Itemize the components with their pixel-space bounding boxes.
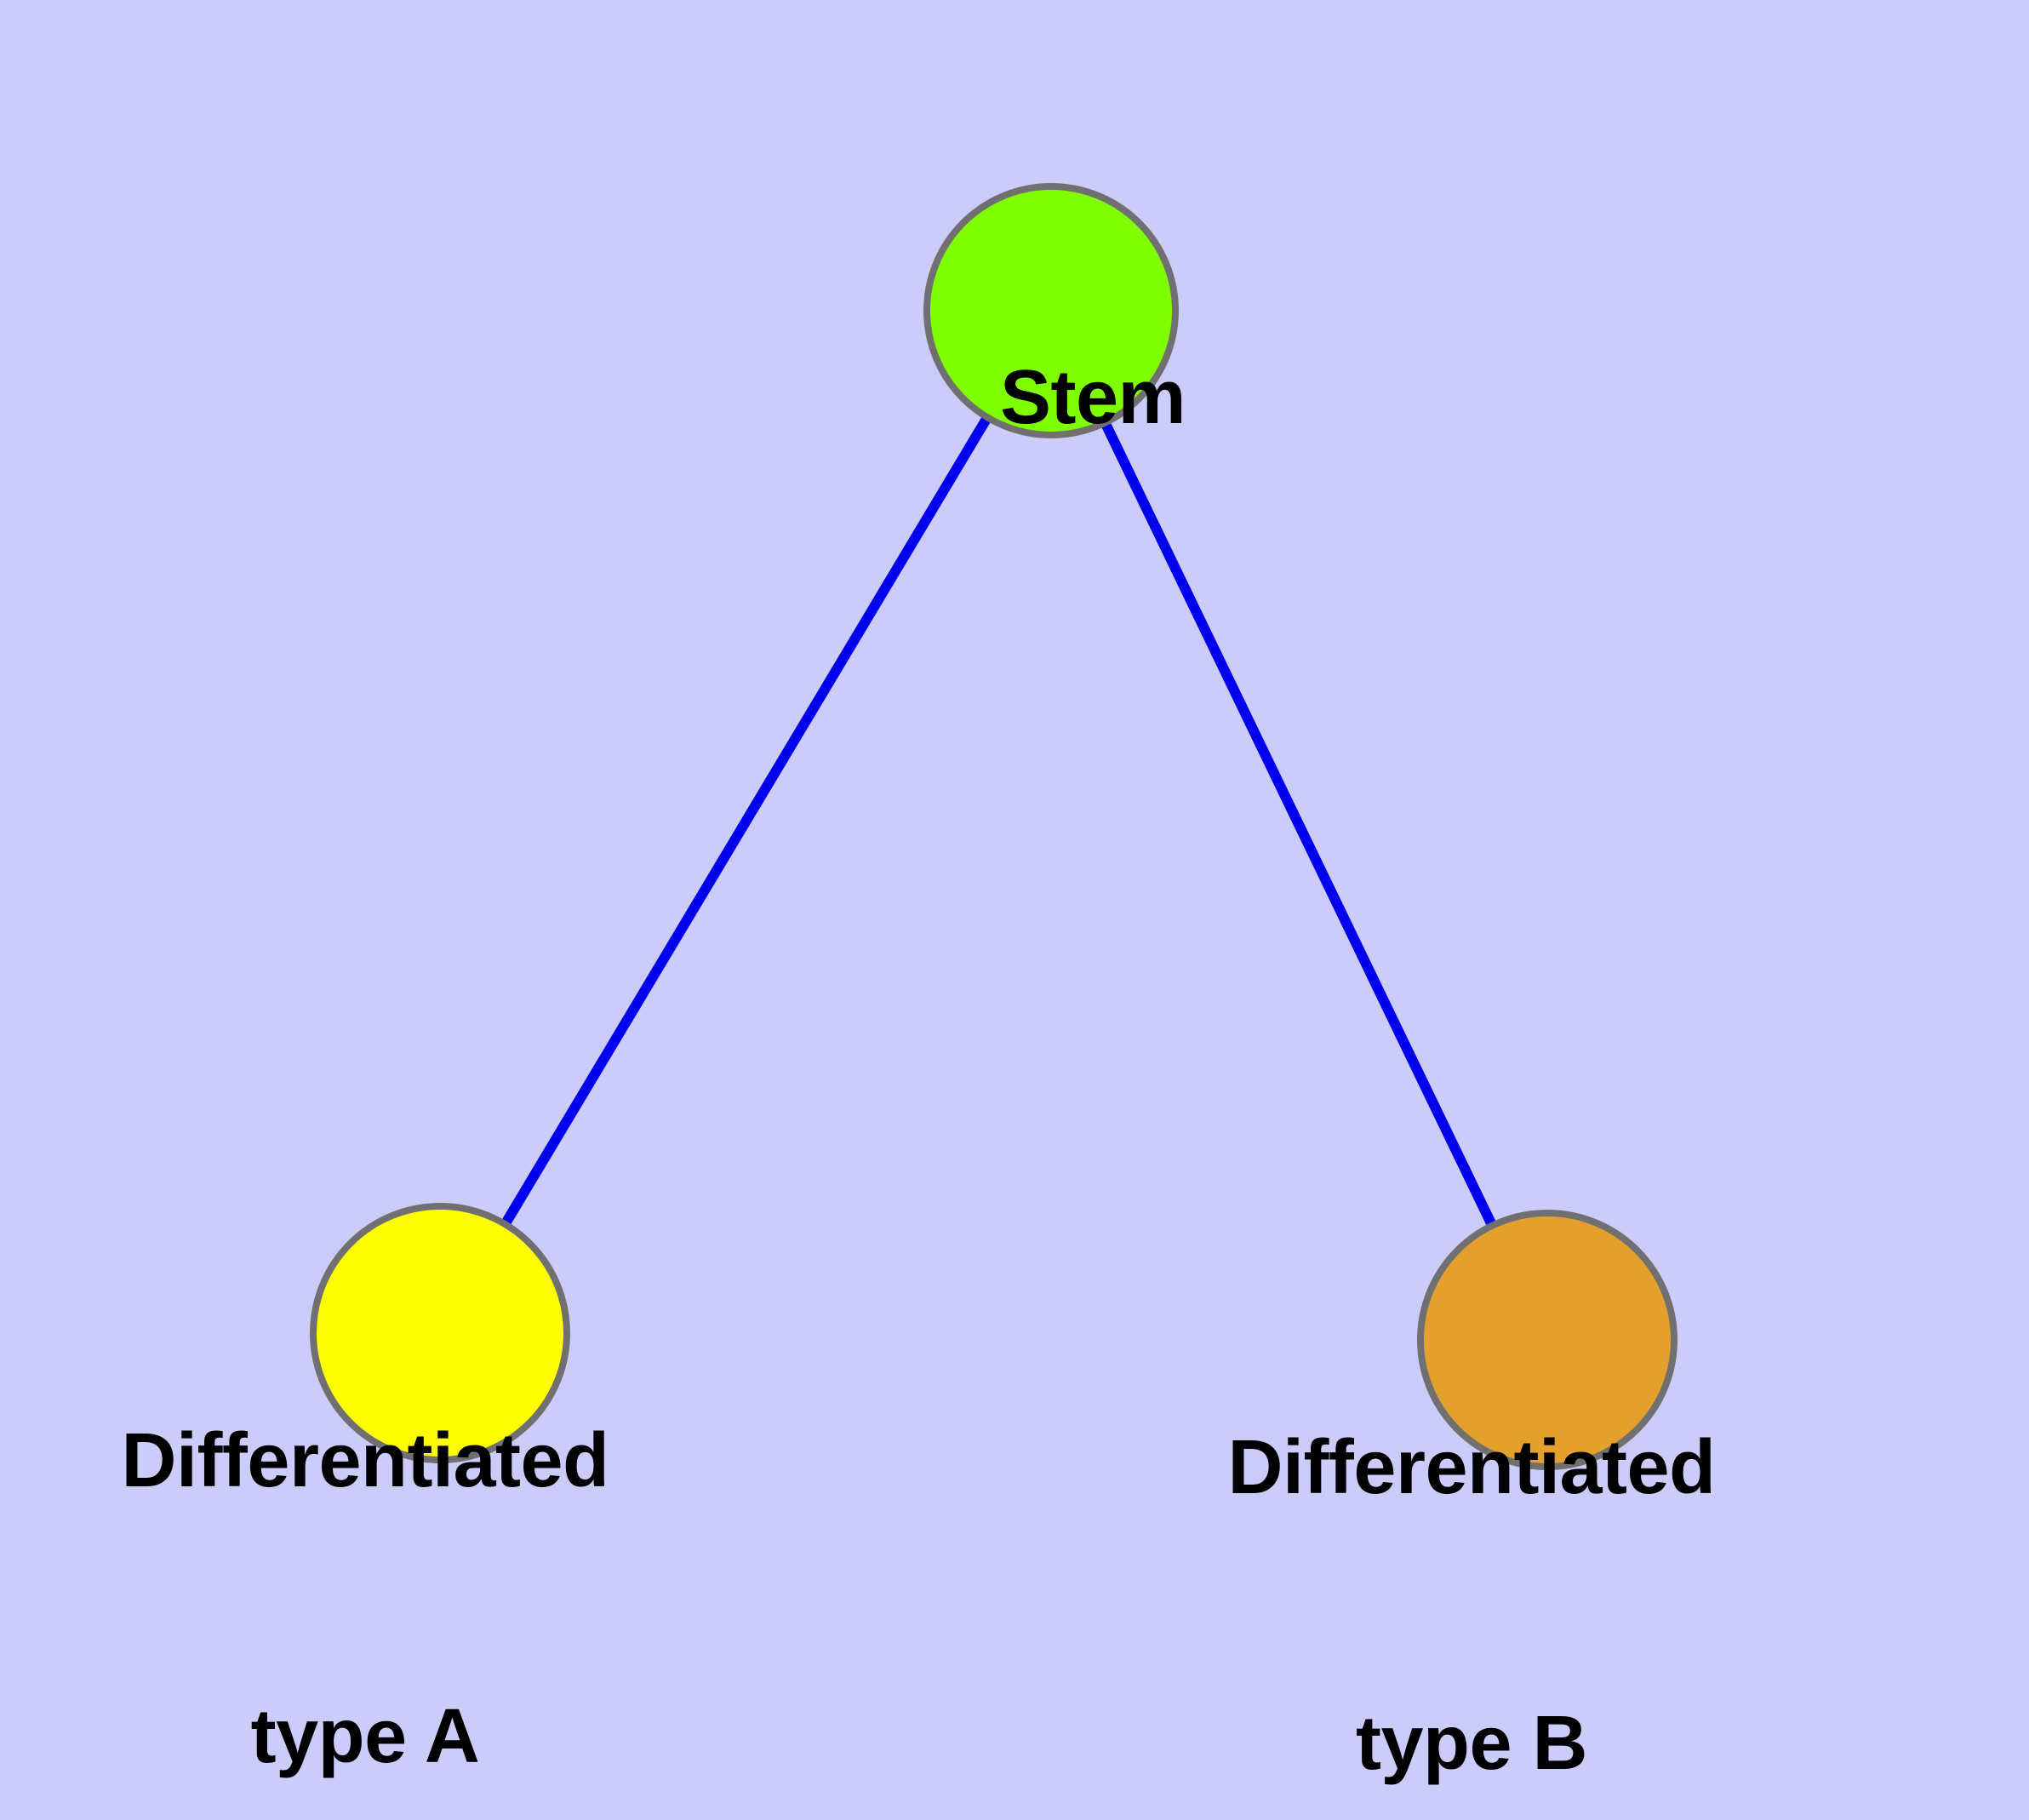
edge-group	[435, 307, 1552, 1342]
edge-stem-to-differentiated-type-a[interactable]	[435, 307, 1056, 1336]
edge-stem-to-differentiated-type-b[interactable]	[1046, 308, 1552, 1342]
node-differentiated-type-b[interactable]	[1417, 1210, 1677, 1470]
node-group	[310, 183, 1677, 1470]
node-differentiated-type-a[interactable]	[310, 1203, 570, 1463]
node-stem[interactable]	[923, 183, 1179, 438]
